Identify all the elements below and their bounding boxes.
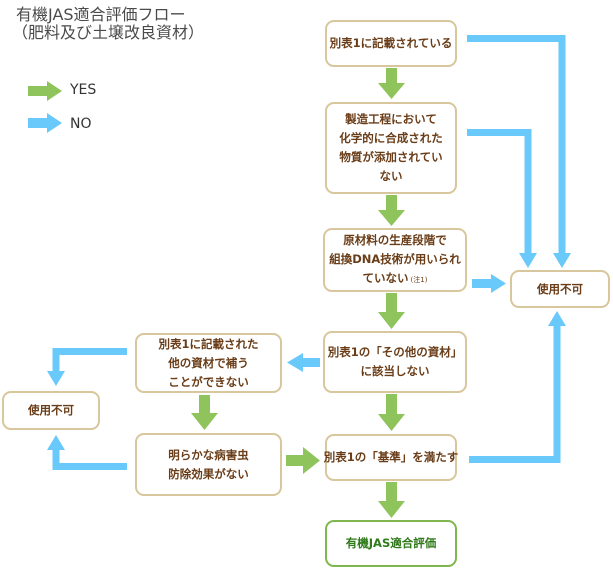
box-text: 別表1に記載された bbox=[158, 336, 259, 351]
yes-arrow-5-to-final bbox=[378, 482, 405, 518]
box-text: 原材料の生産段階で bbox=[343, 232, 447, 247]
box-text: に該当しない bbox=[360, 364, 430, 378]
footnote-marker: (注1) bbox=[410, 275, 428, 284]
step-no-recombinant-dna: 原材料の生産段階で 組換DNA技術が用いられ ていない(注1) bbox=[323, 228, 467, 292]
box-text: ていない bbox=[362, 270, 409, 285]
box-text: 使用不可 bbox=[537, 281, 583, 296]
yes-arrow-1-to-2 bbox=[378, 68, 405, 99]
no-arrow-2-to-reject bbox=[467, 129, 537, 268]
step-no-pest-effect: 明らかな病害虫 防除効果がない bbox=[135, 433, 282, 496]
result-not-usable-left: 使用不可 bbox=[2, 391, 100, 430]
step-not-other-material: 別表1の「その他の資材」 に該当しない bbox=[323, 331, 467, 393]
no-arrow-4-to-substitute bbox=[287, 353, 320, 372]
step-meets-standard: 別表1の「基準」を満たす bbox=[323, 434, 459, 481]
box-text: 他の資材で補う bbox=[168, 355, 249, 370]
box-text: 組換DNA技術が用いられ bbox=[329, 251, 461, 266]
legend-yes-arrow-icon bbox=[28, 81, 62, 101]
box-text: 使用不可 bbox=[28, 403, 74, 417]
box-text: 別表1の「その他の資材」 bbox=[327, 345, 463, 359]
box-text: 別表1に記載されている bbox=[329, 36, 453, 50]
yes-arrow-substitute-to-pest bbox=[191, 395, 218, 430]
no-arrow-pest-to-reject bbox=[47, 435, 127, 470]
page-title: 有機JAS適合評価フロー bbox=[16, 5, 186, 24]
box-text: 防除効果がない bbox=[168, 466, 249, 481]
step-no-chemical-synthesis: 製造工程において 化学的に合成された 物質が添加されてい ない bbox=[325, 102, 457, 194]
legend-no-label: NO bbox=[70, 116, 92, 132]
box-text: 物質が添加されてい bbox=[339, 150, 443, 164]
box-text: 有機JAS適合評価 bbox=[345, 536, 437, 550]
page-subtitle: （肥料及び土壌改良資材） bbox=[12, 23, 205, 42]
no-arrow-3-to-reject bbox=[472, 274, 506, 293]
no-arrow-standard-to-reject bbox=[469, 311, 566, 463]
result-organic-jas-compliant: 有機JAS適合評価 bbox=[325, 520, 457, 567]
box-text: 明らかな病害虫 bbox=[168, 447, 249, 462]
step-listed-in-table1: 別表1に記載されている bbox=[325, 20, 457, 67]
step-cannot-substitute: 別表1に記載された 他の資材で補う ことができない bbox=[135, 333, 282, 393]
yes-arrow-4-to-5 bbox=[378, 394, 405, 431]
box-text: 化学的に合成された bbox=[339, 131, 443, 145]
legend-no-arrow-icon bbox=[28, 113, 62, 133]
box-text-last: ていない(注1) bbox=[363, 269, 428, 290]
yes-arrow-2-to-3 bbox=[378, 195, 405, 226]
yes-arrow-3-to-4 bbox=[378, 293, 405, 329]
no-arrow-1-to-reject bbox=[467, 35, 571, 268]
no-arrow-substitute-to-reject bbox=[47, 348, 127, 386]
box-text: 製造工程において bbox=[345, 112, 437, 126]
legend-yes-label: YES bbox=[70, 82, 97, 98]
result-not-usable-right: 使用不可 bbox=[510, 270, 610, 308]
yes-arrow-pest-to-standard bbox=[286, 447, 320, 474]
box-text: ことができない bbox=[168, 374, 249, 389]
box-text: 別表1の「基準」を満たす bbox=[323, 450, 459, 464]
box-text: ない bbox=[379, 169, 403, 183]
